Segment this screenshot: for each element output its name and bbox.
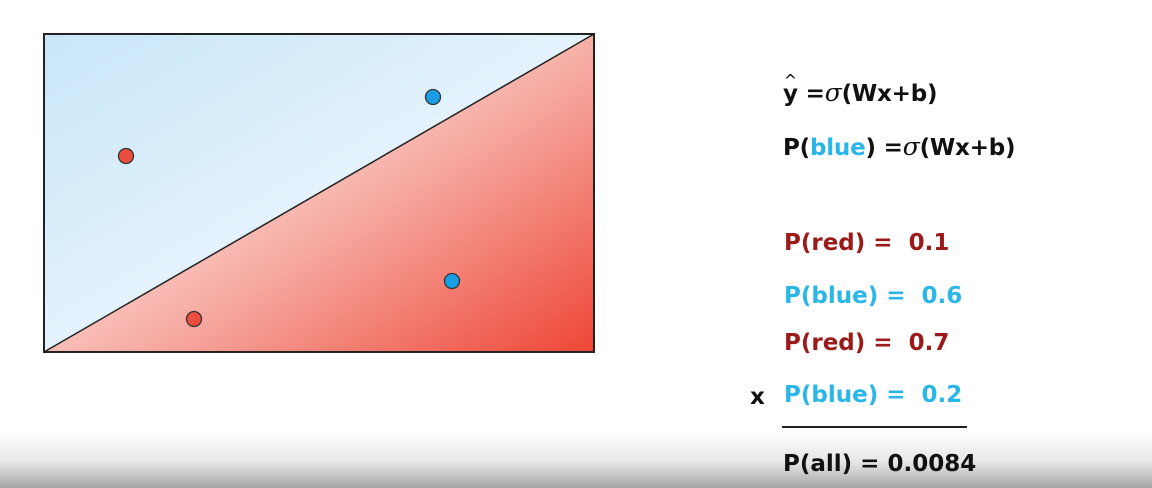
yhat-symbol: y^	[783, 71, 798, 107]
blue-point	[424, 88, 442, 106]
blue-point	[443, 272, 461, 290]
red-point	[185, 310, 203, 328]
sigma-symbol: σ	[902, 132, 920, 161]
plot-frame	[43, 33, 595, 353]
multiply-sign: x	[750, 384, 765, 410]
red-point	[117, 147, 135, 165]
blue-word: blue	[809, 135, 866, 161]
total-probability: P(all) = 0.0084	[783, 451, 977, 477]
sum-divider-line	[782, 426, 967, 428]
probability-line: P(blue) = 0.2	[784, 382, 963, 408]
yhat-formula: y^ =σ(Wx+b)	[783, 71, 938, 107]
probability-line: P(red) = 0.1	[784, 230, 950, 256]
sigma-symbol: σ	[824, 78, 842, 107]
probability-line: P(red) = 0.7	[784, 330, 950, 356]
probability-line: P(blue) = 0.6	[784, 283, 963, 309]
classification-diagram	[43, 33, 595, 353]
bottom-shade	[0, 430, 1152, 488]
p-blue-formula: P(blue) =σ(Wx+b)	[783, 132, 1016, 161]
decision-boundary	[43, 33, 595, 353]
